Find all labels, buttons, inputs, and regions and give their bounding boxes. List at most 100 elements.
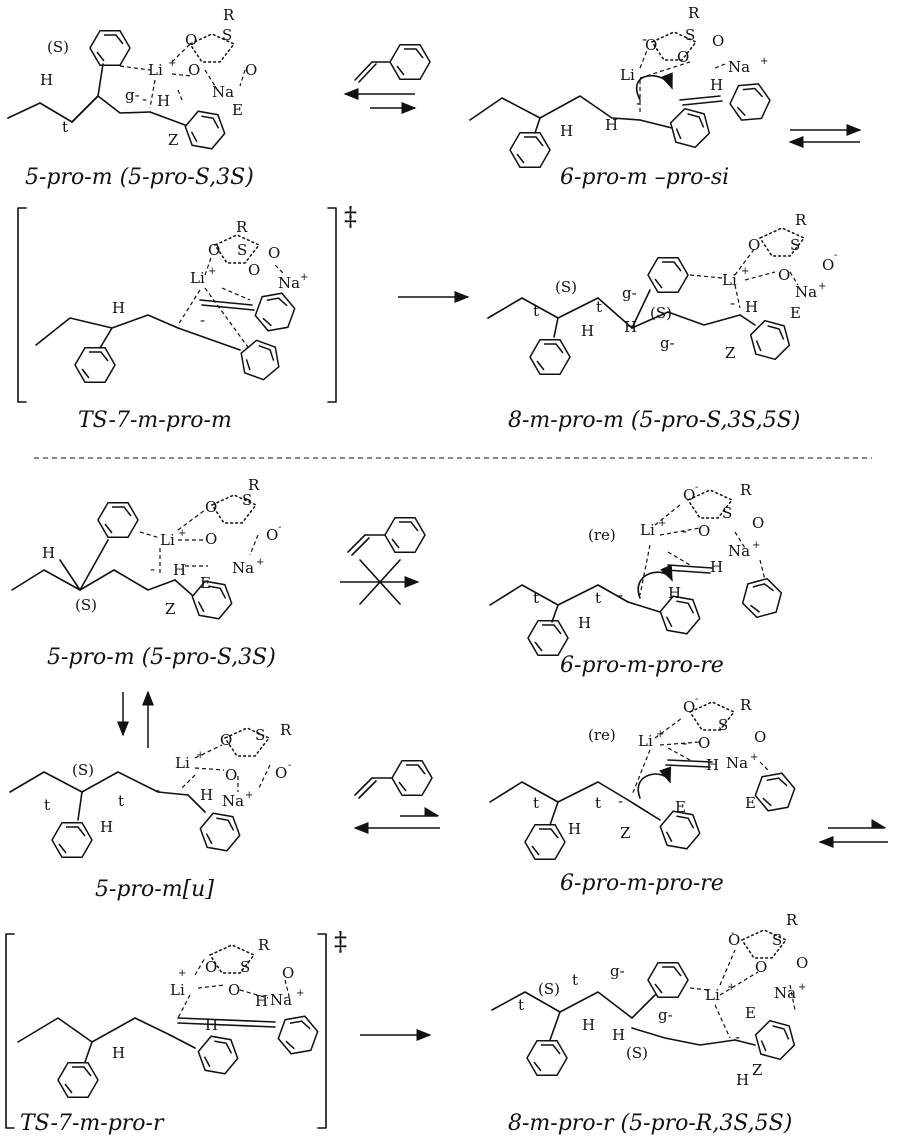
atom-Na: Na <box>222 792 244 810</box>
atom-H: H <box>40 71 53 89</box>
atom-Na: Na <box>728 542 750 560</box>
caption-5-pro-m-u: 5-pro-m[u] <box>95 877 214 902</box>
structure-8-m-pro-r: R S O - O O Li + Na + E - Z H (S) (S) t … <box>491 911 808 1136</box>
structure-6-pro-m-pro-re-upper: (re) O - S R O O Li + - Na + H H - H t t… <box>489 481 787 678</box>
conformation-label: t <box>44 796 50 814</box>
charge-plus: + <box>178 528 186 539</box>
charge-plus: + <box>656 729 664 740</box>
atom-H: H <box>710 76 723 94</box>
structure-6-pro-m-pro-re-lower: (re) O - S R O O Li + - Na + H - E E Z H… <box>489 694 799 896</box>
label-E: E <box>745 794 756 812</box>
equilibrium-arrows-2 <box>353 759 888 848</box>
atom-S: S <box>718 716 728 734</box>
conformation-label: t <box>572 971 578 989</box>
atom-H: H <box>568 820 581 838</box>
conformation-label: t <box>596 298 602 316</box>
atom-H: H <box>42 544 55 562</box>
atom-R: R <box>786 911 798 929</box>
atom-O: O <box>683 486 695 504</box>
atom-O: O <box>712 32 724 50</box>
transition-state-dagger: ‡ <box>334 927 347 957</box>
atom-S: S <box>222 26 232 44</box>
atom-O: O <box>225 766 237 784</box>
atom-Li: Li <box>148 61 163 79</box>
label-E: E <box>200 574 211 592</box>
charge-plus: + <box>196 750 204 761</box>
charge-plus: + <box>245 790 253 801</box>
structure-TS-7-m-pro-m: ‡ R S O O O Li + Na + H - TS-7-m-pro-m <box>17 202 470 433</box>
label-E: E <box>675 798 686 816</box>
atom-O: O <box>748 236 760 254</box>
atom-O: O <box>208 241 220 259</box>
atom-O: O <box>248 261 260 279</box>
label-E: E <box>232 101 243 119</box>
atom-Na: Na <box>270 991 292 1009</box>
atom-H: H <box>582 1016 595 1034</box>
label-Z: Z <box>168 131 178 149</box>
stereo-label: (S) <box>75 596 97 614</box>
atom-R: R <box>223 6 235 24</box>
atom-S: S <box>790 236 800 254</box>
atom-Li: Li <box>638 732 653 750</box>
atom-O: O <box>282 964 294 982</box>
label-Z: Z <box>165 600 175 618</box>
atom-O: O <box>645 36 657 54</box>
atom-H: H <box>624 318 637 336</box>
atom-H: H <box>173 561 186 579</box>
atom-O: O <box>796 954 808 972</box>
charge-minus: - <box>150 560 155 578</box>
atom-H: H <box>612 1026 625 1044</box>
atom-O: O <box>683 698 695 716</box>
charge-minus: - <box>288 760 291 771</box>
atom-H: H <box>112 1044 125 1062</box>
conformation-label: g- <box>125 86 140 104</box>
atom-Na: Na <box>728 58 750 76</box>
conformation-label: g- <box>660 334 675 352</box>
atom-O: O <box>728 931 740 949</box>
charge-minus: - <box>682 734 687 752</box>
charge-plus: + <box>798 982 806 993</box>
atom-R: R <box>248 476 260 494</box>
structure-5-pro-m-top: (S) H g- t Li + O S R O O Na H - E Z 5-p… <box>7 6 257 190</box>
atom-Li: Li <box>160 531 175 549</box>
charge-minus: - <box>695 694 698 705</box>
label-Z: Z <box>725 344 735 362</box>
conformation-label: t <box>533 794 539 812</box>
charge-plus: + <box>760 56 768 67</box>
structure-5-pro-m-u: (S) t t H Li + O S R O - O Na + H - 5-pr… <box>9 721 292 902</box>
atom-R: R <box>258 936 270 954</box>
atom-Li: Li <box>705 986 720 1004</box>
equilibrium-arrows-1 <box>343 43 862 148</box>
atom-R: R <box>688 4 700 22</box>
atom-Li: Li <box>640 521 655 539</box>
atom-Na: Na <box>774 984 796 1002</box>
atom-O: O <box>266 526 278 544</box>
atom-H: H <box>668 584 681 602</box>
charge-plus: + <box>208 266 216 277</box>
caption-6-pro-m-pro-si: 6-pro-m –pro-si <box>560 165 729 190</box>
stereo-label: (S) <box>72 761 94 779</box>
charge-plus: + <box>256 557 264 568</box>
charge-plus: + <box>296 988 304 999</box>
charge-plus: + <box>741 266 749 277</box>
charge-minus: - <box>278 522 281 533</box>
charge-plus: + <box>750 752 758 763</box>
atom-R: R <box>280 721 292 739</box>
conformation-label: t <box>62 118 68 136</box>
blocked-arrow <box>340 516 426 605</box>
atom-H: H <box>157 92 170 110</box>
facial-label: (re) <box>588 726 616 744</box>
stereo-label: (S) <box>555 278 577 296</box>
facial-label: (re) <box>588 526 616 544</box>
charge-plus: + <box>658 518 666 529</box>
stereo-label: (S) <box>538 980 560 998</box>
caption-8-m-pro-m: 8-m-pro-m (5-pro-S,3S,5S) <box>508 408 800 433</box>
label-Z: Z <box>620 824 630 842</box>
transition-state-dagger: ‡ <box>344 202 357 232</box>
vertical-equilibrium-arrows <box>117 690 154 748</box>
charge-minus: - <box>618 586 623 604</box>
atom-Na: Na <box>212 83 234 101</box>
atom-S: S <box>240 958 250 976</box>
structure-5-pro-m-bottom: H (S) Li + O S R O - O Na + H - E Z 5-pr… <box>11 476 281 670</box>
